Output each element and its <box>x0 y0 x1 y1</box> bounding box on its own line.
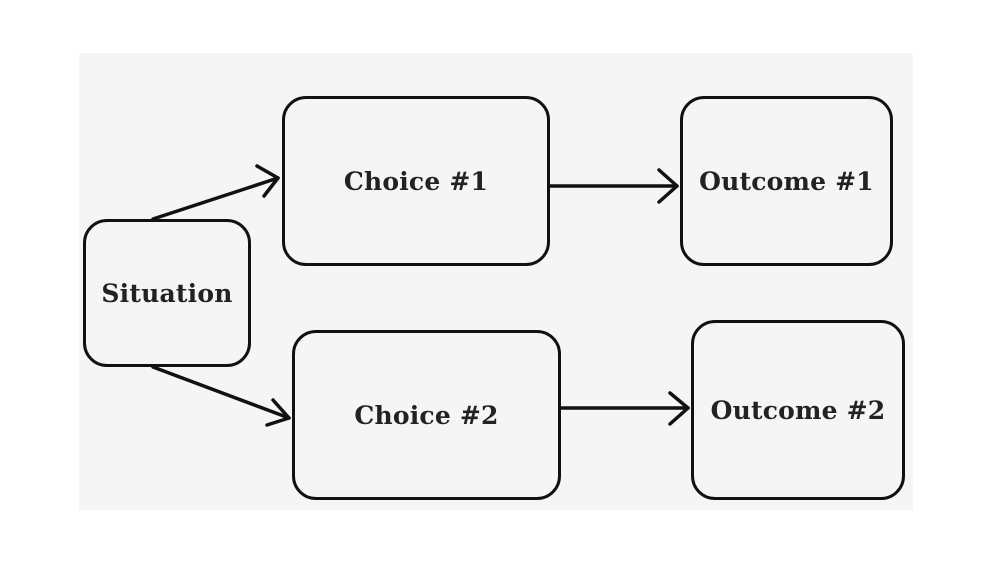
choice-1-label: Choice #1 <box>343 166 489 196</box>
outcome-1-box: Outcome #1 <box>680 96 893 266</box>
choice-1-box: Choice #1 <box>282 96 550 266</box>
situation-label: Situation <box>101 278 233 308</box>
choice-2-box: Choice #2 <box>292 330 561 500</box>
outcome-2-label: Outcome #2 <box>710 395 886 425</box>
outcome-2-box: Outcome #2 <box>691 320 905 500</box>
outcome-1-label: Outcome #1 <box>699 166 874 196</box>
situation-box: Situation <box>83 219 251 367</box>
choice-2-label: Choice #2 <box>354 400 499 430</box>
